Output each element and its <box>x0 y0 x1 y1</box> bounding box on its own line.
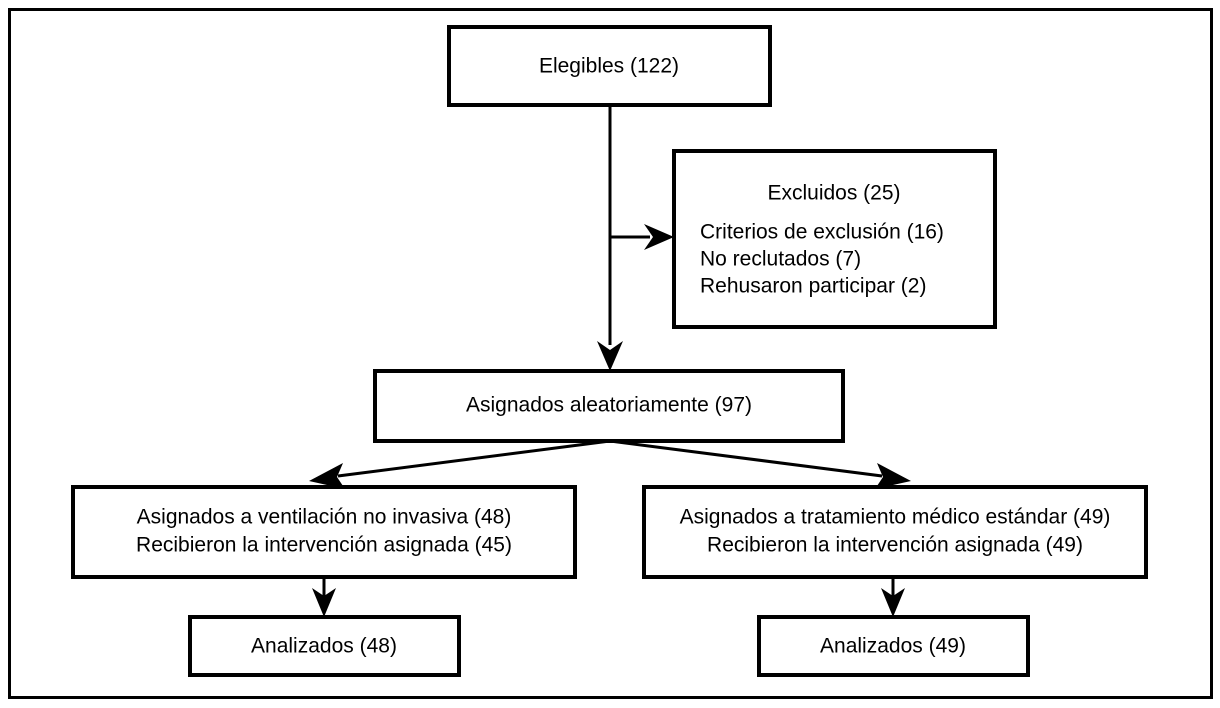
node-arm-left-line-1: Asignados a ventilación no invasiva (48) <box>137 506 512 529</box>
node-analyzed-right-label: Analizados (49) <box>820 635 966 658</box>
arrowhead-randomized-to-arm-left <box>309 463 345 489</box>
node-excluded-reason-1: Criterios de exclusión (16) <box>700 221 944 244</box>
node-randomized-label: Asignados aleatoriamente (97) <box>466 394 752 417</box>
connector-randomized-to-arm-left <box>337 439 611 478</box>
node-analyzed-right: Analizados (49) <box>757 615 1030 677</box>
node-excluded-title: Excluidos (25) <box>767 182 900 205</box>
arrowhead-eligible-to-randomized <box>597 341 623 371</box>
node-excluded-reason-3: Rehusaron participar (2) <box>700 275 926 298</box>
node-arm-left-line-2: Recibieron la intervención asignada (45) <box>136 534 512 557</box>
outer-border <box>8 8 1213 699</box>
node-excluded-box <box>672 149 997 329</box>
arrowhead-arm-right-to-analyzed-right <box>881 588 905 617</box>
node-eligible-label: Elegibles (122) <box>539 55 679 78</box>
node-analyzed-left-box <box>188 615 461 677</box>
arrowhead-arm-left-to-analyzed-left <box>312 588 336 617</box>
node-arm-right-box <box>642 485 1148 579</box>
node-randomized-box <box>373 369 845 443</box>
node-arm-right-line-2: Recibieron la intervención asignada (49) <box>707 534 1083 557</box>
node-analyzed-right-box <box>757 615 1030 677</box>
connector-randomized-to-arm-right <box>609 439 883 478</box>
node-analyzed-left-label: Analizados (48) <box>251 635 397 658</box>
node-analyzed-left: Analizados (48) <box>188 615 461 677</box>
node-eligible-box <box>447 25 772 107</box>
node-arm-right: Asignados a tratamiento médico estándar … <box>642 485 1148 579</box>
node-excluded-reason-2: No reclutados (7) <box>700 248 861 271</box>
node-arm-right-line-1: Asignados a tratamiento médico estándar … <box>680 506 1111 529</box>
node-arm-left: Asignados a ventilación no invasiva (48)… <box>71 485 577 579</box>
node-arm-left-box <box>71 485 577 579</box>
arrowhead-randomized-to-arm-right <box>875 463 911 489</box>
arrowhead-eligible-to-excluded <box>644 224 674 250</box>
node-eligible: Elegibles (122) <box>447 25 772 107</box>
node-randomized: Asignados aleatoriamente (97) <box>373 369 845 443</box>
node-excluded: Excluidos (25) Criterios de exclusión (1… <box>672 149 997 329</box>
